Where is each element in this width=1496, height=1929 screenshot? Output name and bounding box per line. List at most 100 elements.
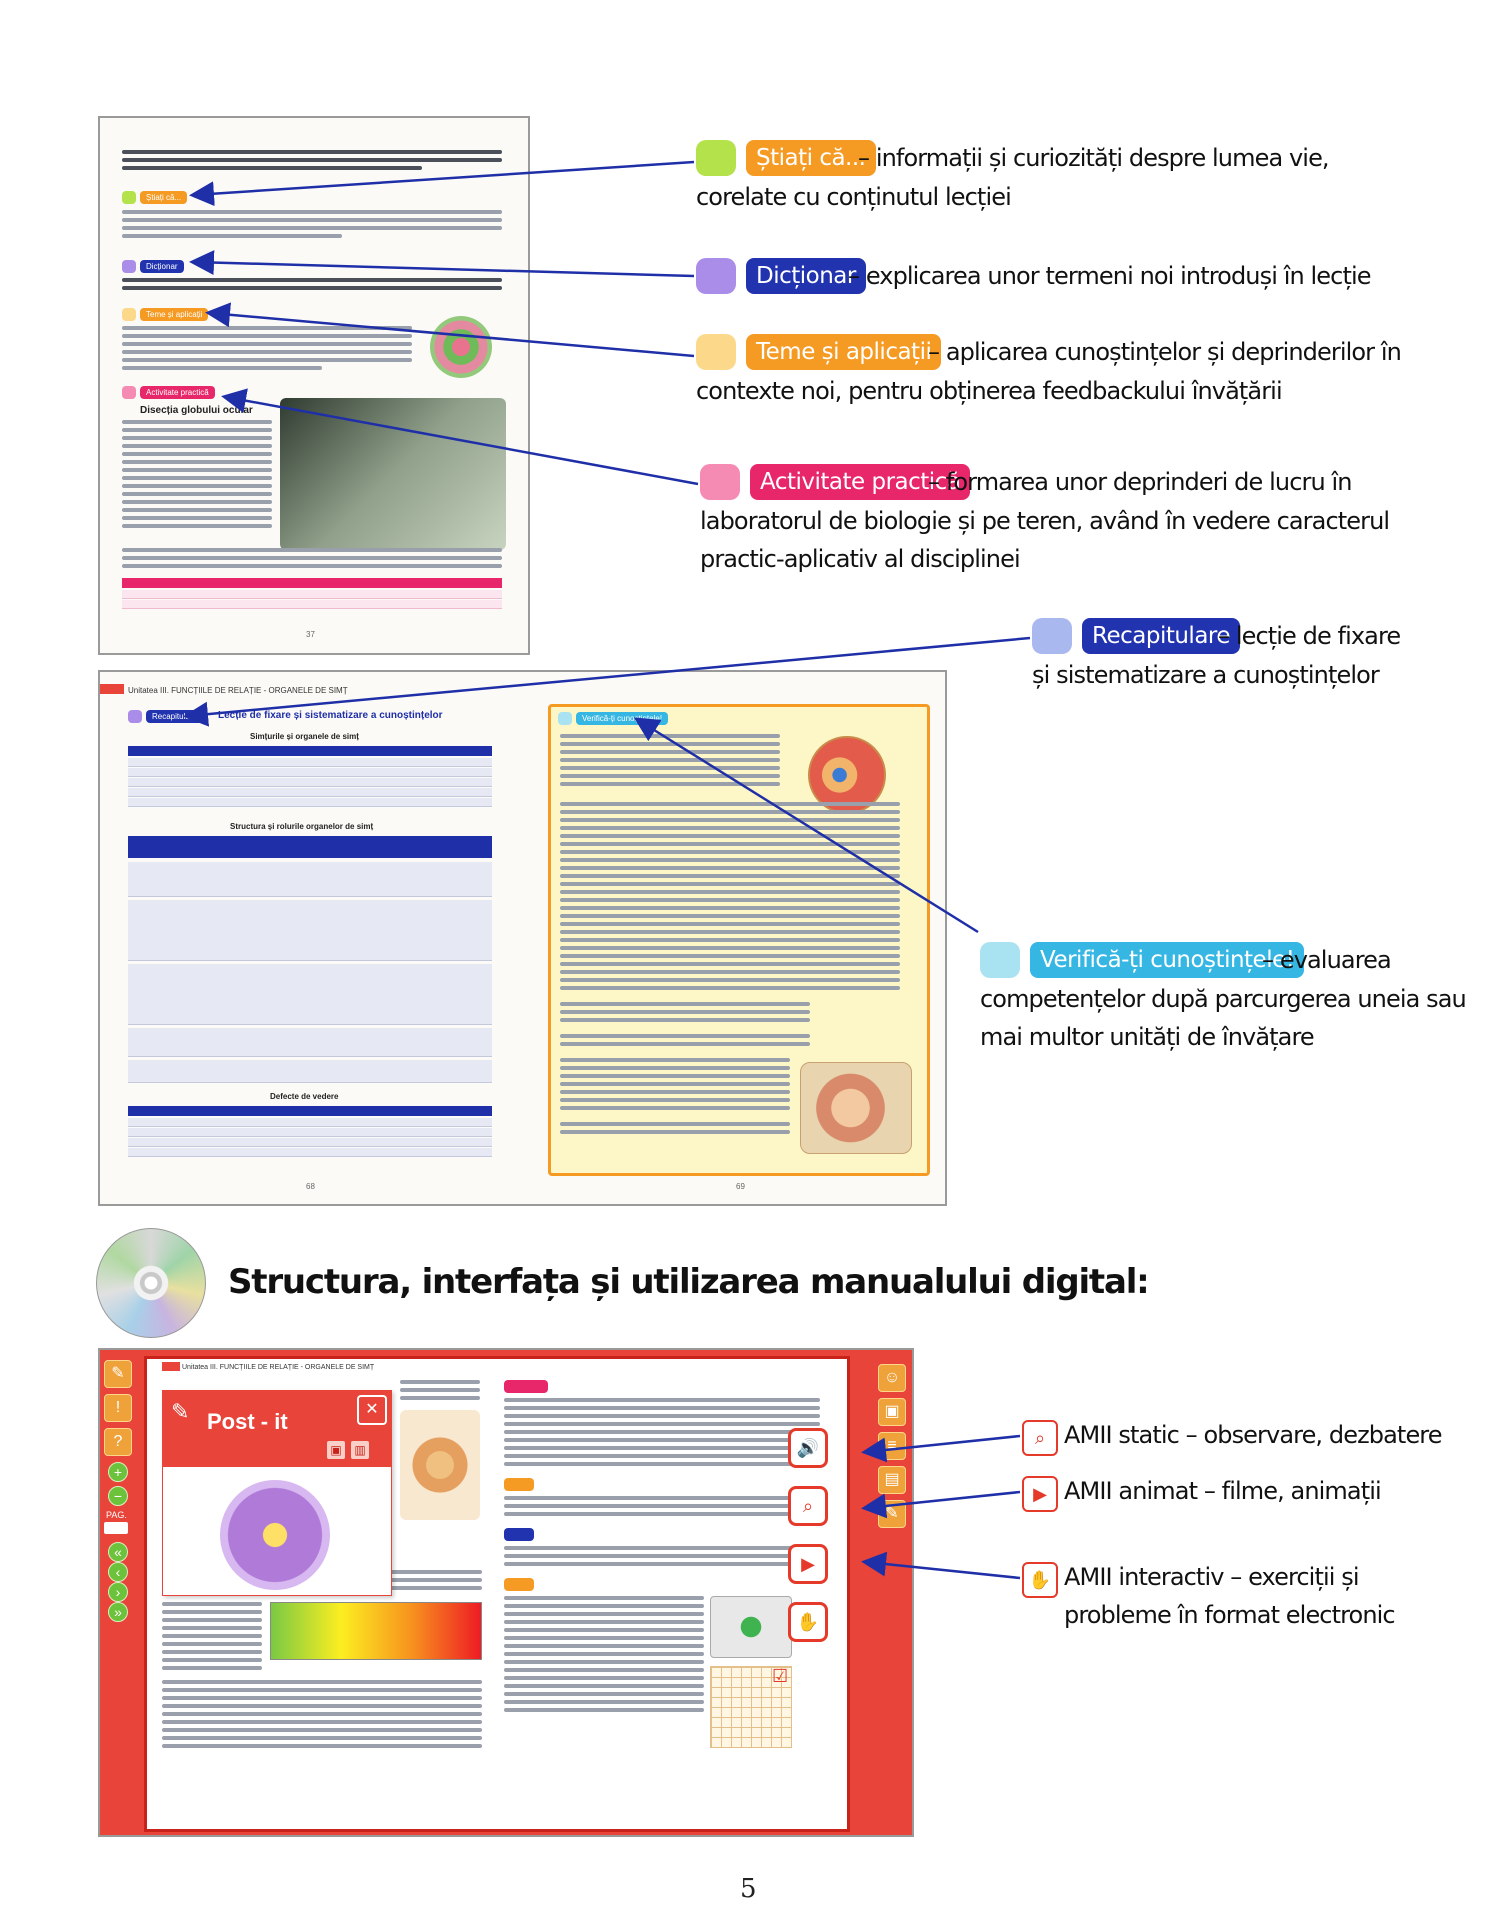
verifica-legend-badge: Verifică-ți cunoștințele!: [1030, 942, 1305, 978]
teme-legend-marker: [696, 334, 736, 370]
ear-illustration: [400, 1410, 480, 1520]
postit-close-button[interactable]: ✕: [357, 1395, 387, 1425]
activitate-legend-text-3: practic-aplicativ al disciplinei: [700, 545, 1021, 573]
postit-save-button[interactable]: ▣: [327, 1441, 345, 1459]
dictionar-legend-text: – explicarea unor termeni noi introduși …: [848, 262, 1372, 290]
vision-defects-title: Defecte de vedere: [270, 1092, 339, 1101]
amll-interactiv-text-2: probleme în format electronic: [1064, 1601, 1396, 1629]
amll-static-button[interactable]: ⌕: [788, 1486, 828, 1526]
toolbar-alert-button[interactable]: !: [104, 1394, 132, 1422]
amll-animat-text: AMII animat – filme, animații: [1064, 1477, 1382, 1505]
structure-table-title: Structura și rolurile organelor de simț: [230, 822, 374, 831]
stiati-legend-text-2: corelate cu conținutul lecției: [696, 183, 1012, 211]
arrow-recapitulare: [183, 636, 1031, 727]
activitate-legend-text-1: – formarea unor deprinderi de lucru în: [928, 468, 1352, 496]
postit-title: Post - it: [207, 1409, 288, 1434]
spread-unit-title: Unitatea III. FUNCȚIILE DE RELAȚIE - ORG…: [128, 686, 348, 695]
verifica-legend-text-2: competențelor după parcurgerea uneia sau: [980, 985, 1467, 1013]
amll-animat-button[interactable]: ▶: [788, 1544, 828, 1584]
teme-legend-text-2: contexte noi, pentru obținerea feedbacku…: [696, 377, 1283, 405]
sound-button[interactable]: 🔊: [788, 1428, 828, 1468]
activitate-legend-marker: [700, 464, 740, 500]
lesson-heading: Disecția globului ocular: [140, 405, 253, 416]
stiati-legend-text-1: – informații și curiozități despre lumea…: [858, 144, 1330, 172]
activitate-legend-text-2: laboratorul de biologie și pe teren, avâ…: [700, 507, 1390, 535]
nav-first-button[interactable]: «: [108, 1542, 128, 1562]
cd-icon: [96, 1228, 206, 1338]
verifica-legend-marker: [980, 942, 1020, 978]
thumb1-page-number: 37: [306, 630, 315, 639]
nav-next-button[interactable]: ›: [108, 1582, 128, 1602]
lotus-illustration: [220, 1480, 330, 1590]
stiati-legend-badge: Știați că...: [746, 140, 876, 176]
observation-table-header: [122, 578, 502, 588]
ear-puzzle-image: [710, 1596, 792, 1658]
senses-table-title: Simțurile și organele de simț: [250, 732, 359, 741]
dictionar-legend-marker: [696, 258, 736, 294]
verifica-marker: [558, 712, 572, 725]
activitate-chip: Activitate practică: [140, 386, 215, 399]
lesson-page-thumbnail: Știați că... Dicționar Teme și aplicații…: [98, 116, 530, 655]
recap-marker: [128, 710, 142, 723]
arrow-stiati: [189, 160, 695, 207]
activitate-marker: [122, 386, 136, 399]
stiati-marker: [122, 191, 136, 204]
amll-interactiv-icon: ✋: [1022, 1562, 1058, 1598]
teme-marker: [122, 308, 136, 321]
toolbar-notes-button[interactable]: ✎: [104, 1360, 132, 1388]
spread-page-right: 69: [736, 1182, 745, 1191]
verifica-legend-text-3: mai multor unități de învățare: [980, 1023, 1315, 1051]
crossword-grid: [710, 1666, 792, 1748]
postit-delete-button[interactable]: ▥: [351, 1441, 369, 1459]
image-button[interactable]: ▣: [878, 1398, 906, 1426]
media-button[interactable]: ▤: [878, 1466, 906, 1494]
nav-prev-button[interactable]: ‹: [108, 1562, 128, 1582]
dictionar-chip: Dicționar: [140, 260, 184, 273]
ear-diagram: [800, 1062, 912, 1154]
recapitulare-legend-text-1: – lecție de fixare: [1218, 622, 1401, 650]
recapitulare-legend-text-2: și sistematizare a cunoștințelor: [1032, 661, 1380, 689]
teme-legend-badge: Teme și aplicații: [746, 334, 942, 370]
arrow-amll-interactiv: [861, 1551, 1021, 1580]
dictionar-legend-badge: Dicționar: [746, 258, 866, 294]
arrow-amll-static: [861, 1434, 1021, 1463]
check-icon: ☑: [772, 1666, 789, 1686]
page-input[interactable]: [104, 1522, 128, 1534]
zoom-in-button[interactable]: +: [108, 1462, 128, 1482]
amll-static-icon: ⌕: [1022, 1420, 1058, 1456]
stiati-chip: Știați că...: [140, 191, 188, 204]
nav-last-button[interactable]: »: [108, 1602, 128, 1622]
profile-button[interactable]: ☺: [878, 1364, 906, 1392]
zoom-out-button[interactable]: −: [108, 1486, 128, 1506]
eye-diagram: [808, 736, 886, 814]
sound-scale-chart: [270, 1602, 482, 1660]
activitate-legend-badge: Activitate practică: [750, 464, 971, 500]
stiati-legend-marker: [696, 140, 736, 176]
amll-interactiv-button[interactable]: ✋: [788, 1602, 828, 1642]
arrow-activitate: [221, 388, 699, 486]
spread-page-left: 68: [306, 1182, 315, 1191]
toolbar-help-button[interactable]: ?: [104, 1428, 132, 1456]
recap-spread-thumbnail: Unitatea III. FUNCȚIILE DE RELAȚIE - ORG…: [98, 670, 947, 1206]
dictionar-marker: [122, 260, 136, 273]
recapitulare-legend-badge: Recapitulare: [1082, 618, 1241, 654]
recapitulare-legend-marker: [1032, 618, 1072, 654]
page-label: PAG.: [106, 1510, 127, 1520]
teme-chip: Teme și aplicații: [140, 308, 209, 321]
arrow-teme: [205, 302, 695, 358]
verifica-legend-text-1: – evaluarea: [1262, 946, 1392, 974]
screen-unit-title: Unitatea III. FUNCȚIILE DE RELAȚIE - ORG…: [182, 1364, 375, 1371]
color-test-image: [430, 316, 492, 378]
pin-icon: ✎: [171, 1399, 190, 1424]
digital-manual-screen: ✎ ! ? + − PAG. « ‹ › » Unitatea III. FUN…: [98, 1348, 914, 1837]
arrow-verifica: [633, 717, 979, 934]
arrow-amll-animat: [861, 1490, 1021, 1519]
amll-interactiv-text-1: AMII interactiv – exerciții și: [1064, 1563, 1360, 1591]
dissection-photo: [280, 398, 506, 550]
teme-legend-text-1: – aplicarea cunoștințelor și deprinderil…: [928, 338, 1402, 366]
amll-animat-icon: ▶: [1022, 1476, 1058, 1512]
page-number: 5: [740, 1874, 757, 1904]
digital-manual-headline: Structura, interfața și utilizarea manua…: [228, 1262, 1150, 1302]
arrow-dictionar: [189, 250, 695, 278]
